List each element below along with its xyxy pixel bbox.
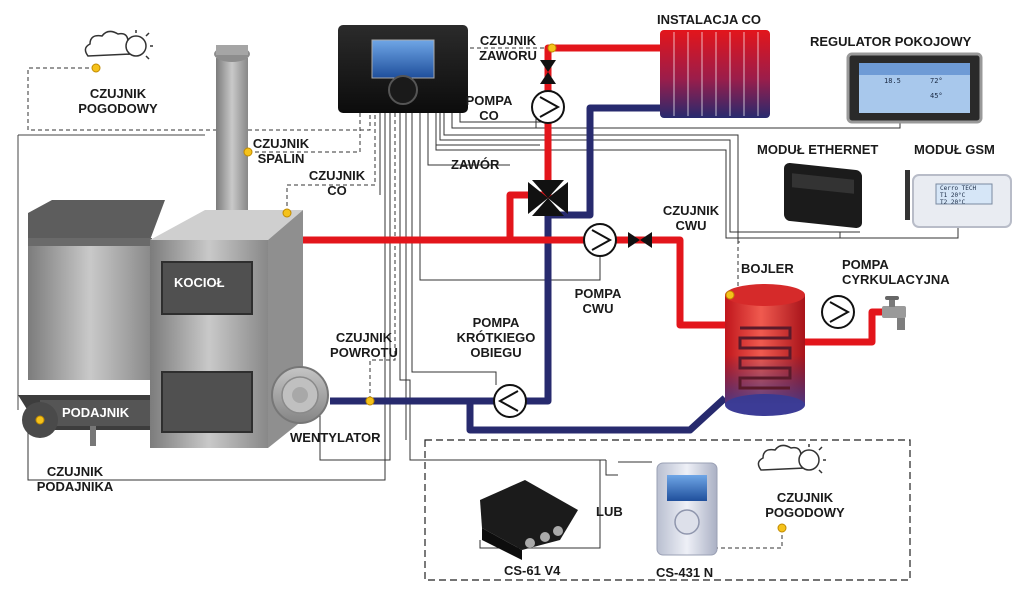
label-lub: LUB <box>596 504 623 519</box>
label-czujnik-pogodowy-top: CZUJNIK POGODOWY <box>78 86 158 116</box>
sensor-dots <box>35 43 787 533</box>
label-pompa-co: POMPA CO <box>465 93 513 123</box>
cs61-device <box>480 480 578 560</box>
valve-icon <box>528 60 652 248</box>
ethernet-module <box>784 162 862 229</box>
label-pompa-cwu: POMPA CWU <box>574 286 622 316</box>
label-czujnik-pogodowy-bottom: CZUJNIK POGODOWY <box>765 490 845 520</box>
radiator <box>660 30 770 118</box>
label-podajnik: PODAJNIK <box>62 405 130 420</box>
boiler-frame <box>17 134 205 410</box>
label-bojler: BOJLER <box>741 261 794 276</box>
cs431-device <box>656 462 718 556</box>
control-wires <box>27 47 959 549</box>
label-instalacja-co: INSTALACJA CO <box>657 12 761 27</box>
label-czujnik-powrotu: CZUJNIK POWROTU <box>330 330 398 360</box>
boiler-tank <box>725 284 805 416</box>
label-modul-gsm: MODUŁ GSM <box>914 142 995 157</box>
gsm-module <box>905 170 1012 228</box>
label-pompa-krotkiego-obiegu: POMPA KRÓTKIEGO OBIEGU <box>456 315 536 360</box>
label-czujnik-zaworu: CZUJNIK ZAWORU <box>479 33 537 63</box>
cold-pipes <box>330 104 728 434</box>
label-wentylator: WENTYLATOR <box>290 430 381 445</box>
bottom-dashed-box <box>424 439 911 581</box>
room-regulator <box>846 52 983 124</box>
pump-icon <box>493 90 855 418</box>
label-modul-ethernet: MODUŁ ETHERNET <box>757 142 879 157</box>
label-czujnik-cwu: CZUJNIK CWU <box>662 203 720 233</box>
room-regulator-value-2: 72° <box>930 77 943 85</box>
sun-cloud-icon <box>84 30 826 474</box>
label-kociol: KOCIOŁ <box>174 275 225 290</box>
label-regulator-pokojowy: REGULATOR POKOJOWY <box>810 34 972 49</box>
tap-icon <box>882 296 906 330</box>
label-czujnik-co: CZUJNIK CO <box>308 168 366 198</box>
label-zawor: ZAWÓR <box>451 157 500 172</box>
boiler <box>18 45 329 448</box>
label-pompa-cyrkulacyjna: POMPA CYRKULACYJNA <box>842 257 950 287</box>
label-cs61: CS-61 V4 <box>504 563 561 578</box>
gsm-screen-line-3: T2 20°C <box>940 199 966 206</box>
room-regulator-value-1: 18.5 <box>884 77 901 85</box>
label-cs431: CS-431 N <box>656 565 714 580</box>
room-regulator-value-3: 45° <box>930 92 943 100</box>
gsm-screen-line-2: T1 20°C <box>940 192 966 199</box>
label-czujnik-spalin: CZUJNIK SPALIN <box>252 136 310 166</box>
main-controller <box>338 25 468 113</box>
label-czujnik-podajnika: CZUJNIK PODAJNIKA <box>36 464 114 494</box>
gsm-screen-line-1: Cerro TECH <box>940 185 977 192</box>
